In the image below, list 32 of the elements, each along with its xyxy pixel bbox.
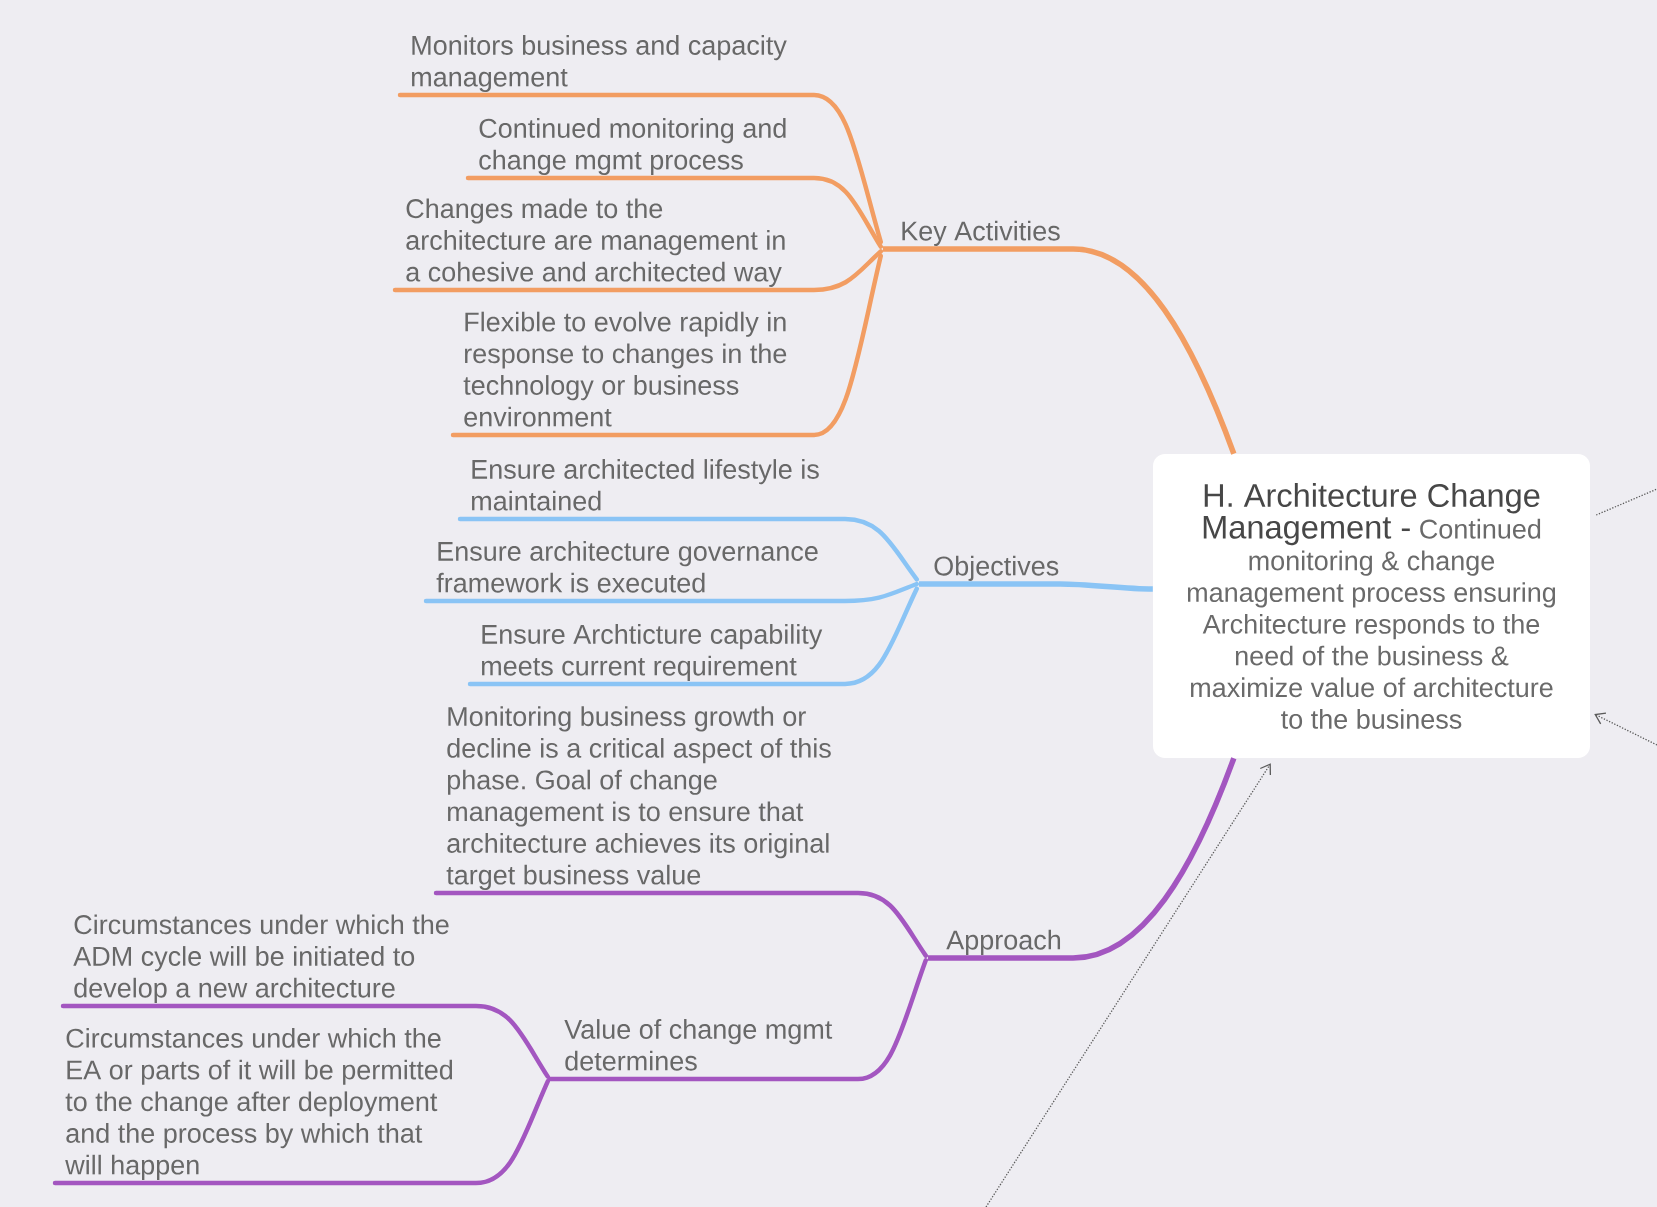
leaf-label: Monitoring business growth or decline is a critical aspect of this phase. Goal of change management is to ensure that architecture achieves its original target business value: [446, 706, 831, 890]
branch-line: [433, 890, 928, 958]
dotted-arrow: [1594, 712, 1657, 746]
dotted-arrow: [985, 763, 1271, 1207]
dotted-line: [1595, 488, 1657, 516]
branch-line: [547, 958, 928, 1082]
branch-line: [883, 246, 1237, 455]
leaf-label: Monitors business and capacity management: [412, 35, 787, 92]
branch-line: [457, 516, 919, 582]
branch-label: Key Activities: [902, 220, 1060, 246]
leaf-label: Ensure architected lifestyle is maintained: [472, 459, 819, 511]
branch-label: Approach: [946, 929, 1061, 955]
branch-line: [397, 92, 883, 245]
branch-line: [52, 1079, 550, 1186]
branch-line: [392, 249, 883, 293]
branch-line: [928, 757, 1237, 961]
leaf-label: Circumstances under which the ADM cycle will be initiated to develop a new architecture: [73, 914, 449, 1003]
branch-line: [465, 175, 883, 249]
branch-line: [60, 1003, 550, 1079]
topic-box: H. Architecture Change Management - Continued monitoring & change management process ensuring Architecture responds to the need of the business & maximize value of architecture to the business: [1153, 454, 1590, 758]
leaf-label: Changes made to the architecture are management in a cohesive and architected way: [406, 198, 785, 287]
leaf-label: Ensure architecture governance framework is executed: [436, 541, 818, 593]
branch-line: [423, 581, 919, 604]
branch-label: Objectives: [934, 555, 1059, 581]
leaf-label: Flexible to evolve rapidly in response to changes in the technology or business environment: [463, 311, 787, 427]
leaf-label: Continued monitoring and change mgmt process: [479, 118, 786, 175]
branch-line: [450, 253, 883, 438]
branch-line: [467, 586, 919, 687]
branch-line: [919, 581, 1153, 592]
branch-label: Value of change mgmt determines: [564, 1019, 833, 1071]
leaf-label: Circumstances under which the EA or parts of it will be permitted to the change after deployment and the process by which that will happen: [65, 1028, 453, 1180]
leaf-label: Ensure Archticture capability meets current requirement: [482, 624, 823, 681]
